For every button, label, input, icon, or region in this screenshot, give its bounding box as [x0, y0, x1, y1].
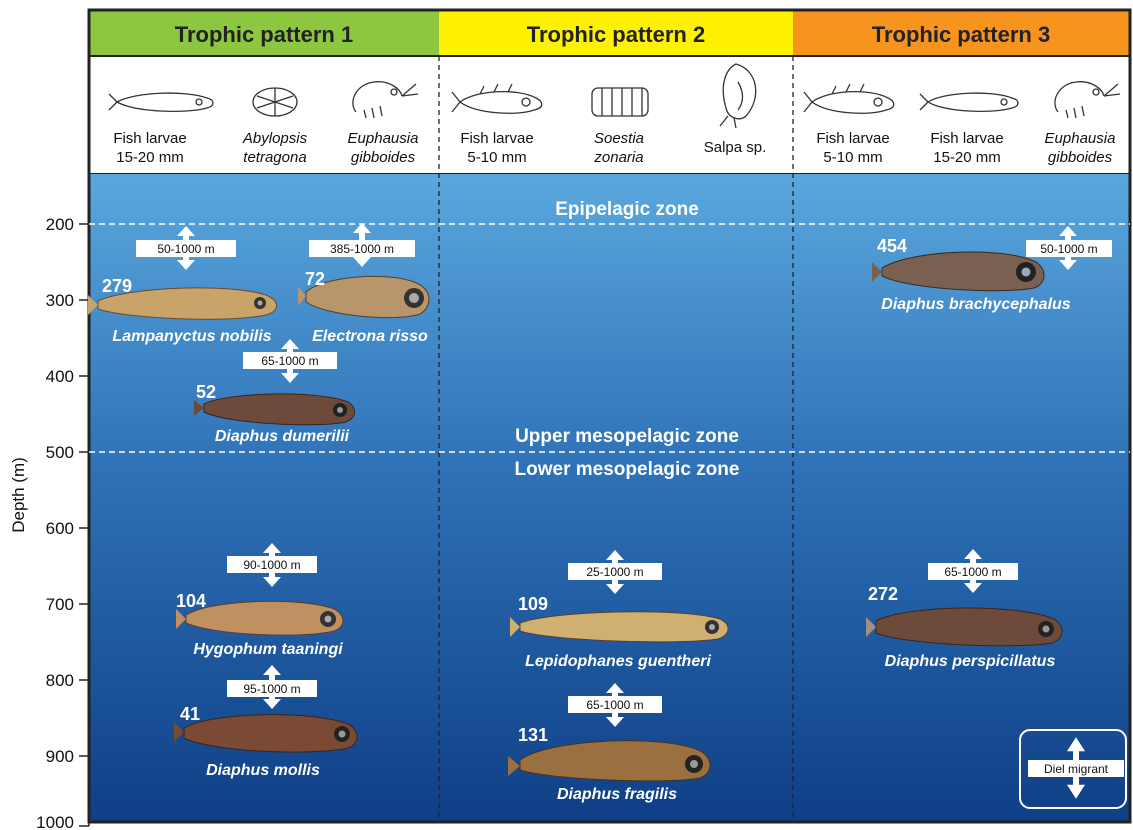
- fish-image: [510, 611, 729, 643]
- fish-count: 104: [176, 591, 206, 611]
- prey-labels: Fish larvae 15-20 mm Abylopsis tetragona…: [113, 130, 1115, 166]
- prey-label-line1: Fish larvae: [113, 130, 186, 147]
- upper-mesopelagic-zone-label: Upper mesopelagic zone: [515, 426, 739, 447]
- range-label: 25-1000 m: [586, 565, 643, 579]
- species-name: Lepidophanes guentheri: [525, 653, 711, 670]
- pattern-3-header: [793, 10, 1130, 56]
- prey-label-line2: 5-10 mm: [467, 149, 526, 166]
- prey-label-line2: zonaria: [593, 149, 643, 166]
- fish-bodies: [88, 251, 1063, 782]
- y-tick-label: 700: [46, 595, 74, 614]
- fish-image: [176, 600, 344, 636]
- species-name: Diaphus brachycephalus: [881, 296, 1070, 313]
- fish-image: [174, 714, 358, 753]
- y-tick-label: 1000: [36, 813, 74, 830]
- species-name: Hygophum taaningi: [193, 641, 343, 658]
- species-name: Electrona risso: [312, 328, 428, 345]
- fish-larva-icon: [803, 83, 895, 114]
- y-tick-label: 800: [46, 671, 74, 690]
- range-label: 50-1000 m: [157, 242, 214, 256]
- species-name: Diaphus perspicillatus: [885, 653, 1056, 670]
- y-tick-label: 900: [46, 747, 74, 766]
- prey-label-line1: Fish larvae: [460, 130, 533, 147]
- range-label: 65-1000 m: [586, 698, 643, 712]
- lower-mesopelagic-zone-label: Lower mesopelagic zone: [515, 459, 740, 480]
- range-label: 95-1000 m: [243, 682, 300, 696]
- legend-label: Diel migrant: [1044, 762, 1109, 776]
- prey-label-line1: Soestia: [594, 130, 644, 147]
- prey-label-line2: gibboides: [1048, 149, 1113, 166]
- prey-label-line1: Salpa sp.: [704, 139, 767, 156]
- fish-count: 272: [868, 584, 898, 604]
- fish-count: 279: [102, 276, 132, 296]
- y-tick-label: 500: [46, 443, 74, 462]
- fish-count: 109: [518, 594, 548, 614]
- salpa-icon: [719, 63, 757, 129]
- fish-larva-icon: [451, 83, 543, 114]
- fish-counts: 279 72 52 104 41 109 131 454 272: [102, 236, 907, 745]
- fish-count: 454: [877, 236, 907, 256]
- pattern-2-title: Trophic pattern 2: [527, 22, 705, 47]
- fish-larva-icon: [108, 92, 214, 113]
- fish-count: 72: [305, 269, 325, 289]
- fish-count: 52: [196, 382, 216, 402]
- pattern-1-title: Trophic pattern 1: [175, 22, 353, 47]
- pattern-2-header: [439, 10, 793, 56]
- prey-label-line2: 15-20 mm: [933, 149, 1001, 166]
- prey-label-line2: 5-10 mm: [823, 149, 882, 166]
- y-tick-label: 200: [46, 215, 74, 234]
- species-name: Lampanyctus nobilis: [112, 328, 271, 345]
- range-label: 90-1000 m: [243, 558, 300, 572]
- fish-image: [872, 251, 1045, 292]
- siphonophore-icon: [252, 87, 298, 117]
- fish-image: [194, 393, 355, 426]
- range-labels: 50-1000 m 385-1000 m 65-1000 m 90-1000 m…: [136, 240, 1112, 713]
- range-label: 50-1000 m: [1040, 242, 1097, 256]
- y-axis: 200 300 400 500 600 700 800 900 1000 Dep…: [9, 215, 90, 830]
- range-label: 65-1000 m: [944, 565, 1001, 579]
- fish-image: [508, 740, 711, 782]
- prey-label-line1: Abylopsis: [242, 130, 308, 147]
- species-name: Diaphus mollis: [206, 762, 320, 779]
- prey-icons: [108, 63, 1121, 129]
- prey-label-line1: Euphausia: [1045, 130, 1116, 147]
- prey-label-line2: tetragona: [243, 149, 306, 166]
- y-tick-label: 300: [46, 291, 74, 310]
- range-label: 65-1000 m: [261, 354, 318, 368]
- prey-label-line1: Fish larvae: [816, 130, 889, 147]
- fish-count: 131: [518, 725, 548, 745]
- prey-label-line1: Euphausia: [348, 130, 419, 147]
- krill-icon: [1054, 81, 1121, 119]
- epipelagic-zone-label: Epipelagic zone: [555, 199, 699, 220]
- fish-image: [866, 607, 1063, 647]
- fish-larva-icon: [919, 92, 1019, 113]
- krill-icon: [352, 81, 419, 119]
- species-name: Diaphus fragilis: [557, 786, 677, 803]
- legend: Diel migrant: [1019, 729, 1127, 809]
- prey-label-line2: 15-20 mm: [116, 149, 184, 166]
- range-label: 385-1000 m: [330, 242, 394, 256]
- salp-icon: [591, 87, 649, 117]
- fish-image: [88, 287, 277, 320]
- fish-image: [298, 275, 430, 319]
- fish-names: Lampanyctus nobilis Electrona risso Diap…: [112, 296, 1070, 803]
- y-axis-label: Depth (m): [9, 457, 28, 533]
- prey-label-line2: gibboides: [351, 149, 416, 166]
- y-tick-label: 600: [46, 519, 74, 538]
- species-name: Diaphus dumerilii: [215, 428, 350, 445]
- y-tick-label: 400: [46, 367, 74, 386]
- prey-label-line1: Fish larvae: [930, 130, 1003, 147]
- pattern-1-header: [89, 10, 439, 56]
- pattern-3-title: Trophic pattern 3: [872, 22, 1050, 47]
- fish-count: 41: [180, 704, 200, 724]
